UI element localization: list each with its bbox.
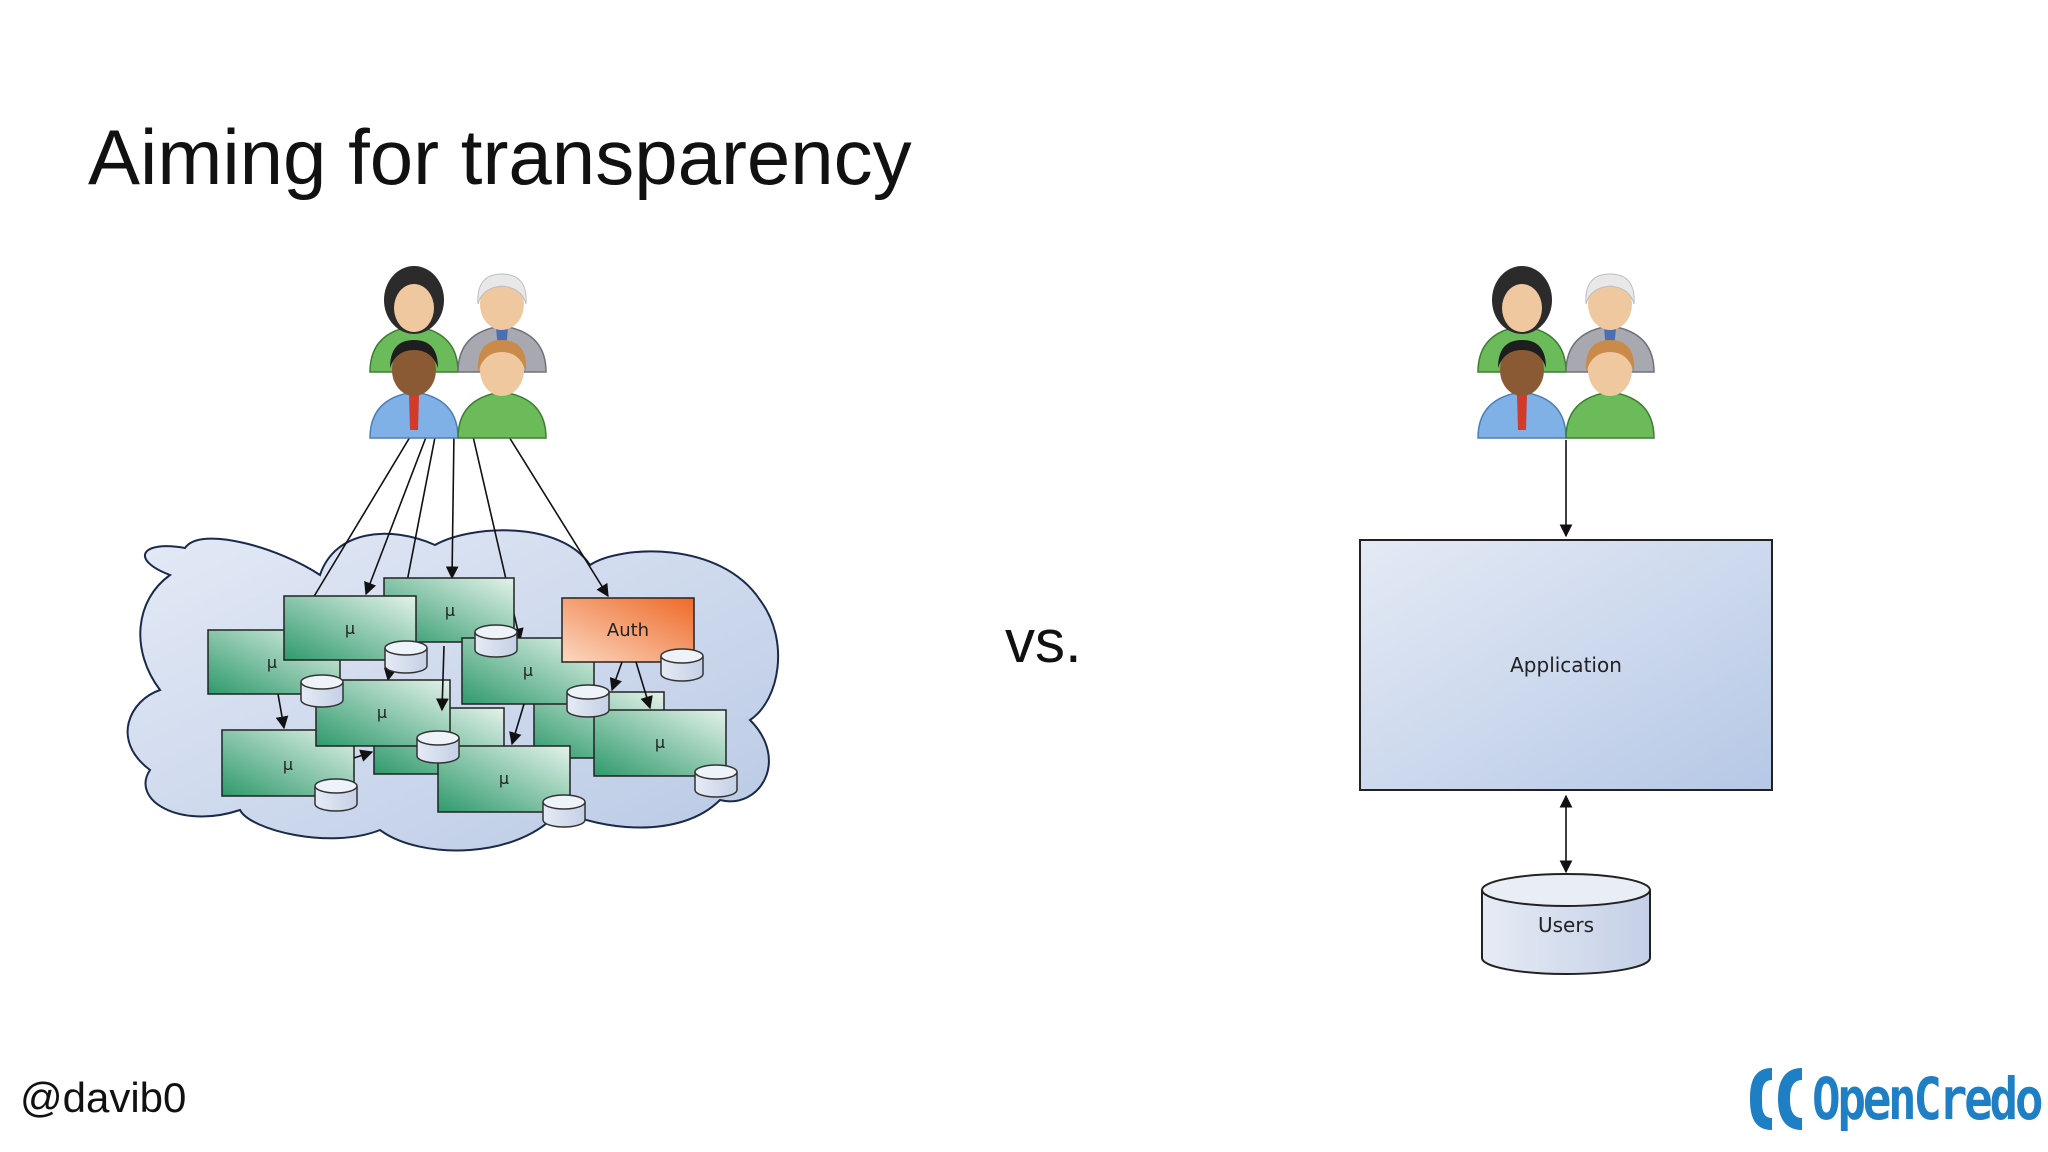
users-group-icon	[369, 265, 547, 439]
database-icon	[566, 684, 610, 718]
twitter-handle: @davib0	[20, 1074, 187, 1121]
users-database: Users	[1481, 873, 1651, 975]
opencredo-logo: OpenCredo	[1748, 1062, 2048, 1136]
svg-text:Users: Users	[1538, 913, 1594, 937]
database-icon	[314, 778, 358, 812]
svg-text:Application: Application	[1510, 653, 1622, 677]
database-icon	[660, 648, 704, 682]
svg-text:μ: μ	[499, 769, 509, 788]
database-icon	[416, 730, 460, 764]
svg-text:μ: μ	[655, 733, 665, 752]
svg-text:μ: μ	[283, 755, 293, 774]
database-icon	[300, 674, 344, 708]
database-icon	[384, 640, 428, 674]
service-box: μ	[437, 745, 571, 813]
microservices-diagram: μ μ μ μ μ	[126, 265, 780, 852]
svg-text:μ: μ	[345, 619, 355, 638]
database-icon	[694, 764, 738, 798]
svg-text:μ: μ	[445, 601, 455, 620]
opencredo-mark-icon	[1750, 1068, 1802, 1130]
database-icon	[542, 794, 586, 828]
monolith-diagram: Application Users	[1359, 265, 1773, 975]
slide-title: Aiming for transparency	[88, 113, 912, 201]
service-box: μ	[593, 709, 727, 777]
brand-name: OpenCredo	[1812, 1065, 2043, 1133]
users-group-icon	[1477, 265, 1655, 439]
service-arrows	[275, 645, 653, 762]
svg-text:μ: μ	[377, 703, 387, 722]
svg-text:μ: μ	[523, 661, 533, 680]
application-box: Application	[1359, 539, 1773, 791]
vs-label: vs.	[1005, 608, 1082, 675]
database-icon	[474, 624, 518, 658]
svg-text:μ: μ	[267, 653, 277, 672]
svg-text:Auth: Auth	[607, 620, 649, 641]
